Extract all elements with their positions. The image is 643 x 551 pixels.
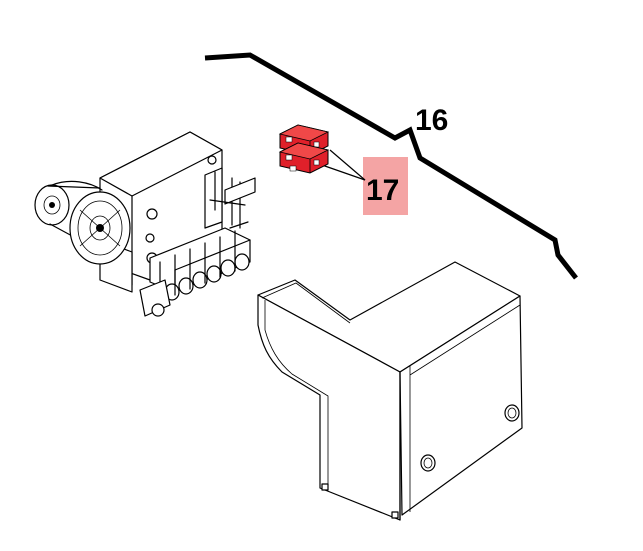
break-line-16 (204, 52, 578, 280)
callout-label-16: 16 (415, 104, 448, 137)
leader-line-17b (321, 164, 366, 181)
leader-line-17a (329, 149, 366, 181)
micro-switch-pair (278, 124, 330, 174)
callout-label-17: 17 (366, 174, 399, 207)
cover-housing (257, 261, 523, 521)
cylinder-bank (139, 227, 251, 317)
callout-highlight-17 (363, 157, 408, 215)
drive-mechanism-assembly (34, 131, 256, 317)
micro-switch-lower (278, 142, 330, 174)
